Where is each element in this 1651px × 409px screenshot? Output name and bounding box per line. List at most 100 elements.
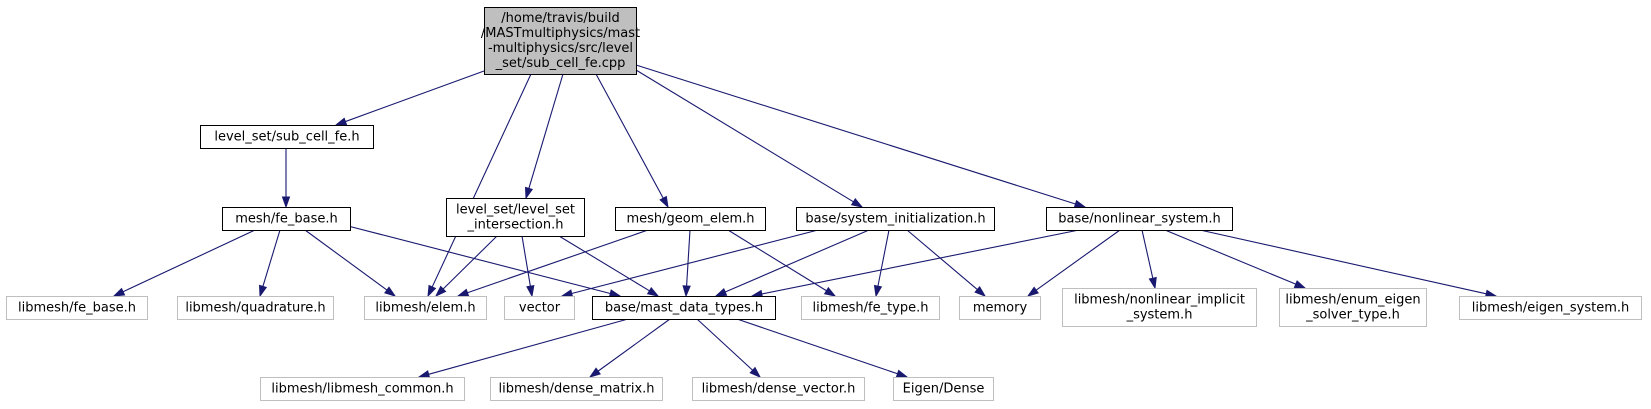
arrowhead-icon [427, 284, 437, 298]
node-box [1279, 288, 1427, 327]
node-box [615, 207, 766, 231]
node-label: base/mast_data_types.h [605, 301, 763, 316]
node-label: libmesh/nonlinear_implicit [1074, 293, 1245, 308]
edge-line [431, 73, 532, 288]
edge-root-to-libmesh_elem_h [427, 73, 532, 298]
node-label: vector [519, 301, 561, 316]
edge-line [1035, 229, 1121, 291]
arrowhead-icon [646, 286, 660, 297]
arrowhead-icon [560, 289, 574, 298]
edge-mast_data_types_h-to-libmesh_dense_matrix_h [588, 318, 671, 378]
node-box [592, 296, 776, 320]
edge-line [686, 229, 691, 287]
edge-system_initialization_h-to-vector [560, 229, 819, 298]
node-label: _system.h [1126, 308, 1193, 323]
arrowhead-icon [112, 287, 126, 297]
edge-line [761, 229, 1080, 295]
node-label: libmesh/libmesh_common.h [271, 382, 453, 397]
arrowhead-icon [873, 284, 883, 298]
edge-line [724, 229, 870, 293]
arrowhead-icon [850, 197, 864, 208]
edge-line [597, 318, 671, 372]
node-label: libmesh/elem.h [375, 301, 475, 316]
edge-line [906, 229, 978, 290]
edge-geom_elem_h-to-libmesh_fe_type_h [727, 229, 837, 297]
node-box [177, 296, 334, 320]
edge-level_set_intersection_h-to-libmesh_elem_h [434, 235, 498, 298]
node-label: base/nonlinear_system.h [1058, 212, 1220, 227]
node-label: level_set/level_set [456, 203, 575, 218]
edge-mast_data_types_h-to-eigen_dense [736, 318, 909, 378]
node-box [893, 377, 994, 401]
edge-geom_elem_h-to-mast_data_types_h [682, 229, 691, 298]
arrowhead-icon [895, 369, 909, 378]
node-libmesh-fe-base-h: libmesh/fe_base.h [6, 296, 148, 320]
edge-fe_base_h-to-libmesh_elem_h [304, 229, 397, 297]
node-box [504, 296, 575, 320]
node-box [222, 207, 351, 231]
arrowhead-icon [434, 285, 447, 298]
node-box [6, 296, 148, 320]
node-label: _set/sub_cell_fe.cpp [495, 56, 626, 71]
node-root[interactable]: /home/travis/build/MASTmultiphysics/mast… [481, 7, 640, 75]
edge-nonlinear_system_h-to-mast_data_types_h [750, 229, 1080, 299]
node-label: libmesh/dense_vector.h [702, 382, 856, 397]
node-label: -multiphysics/src/level [488, 41, 633, 56]
node-mast-data-types-h[interactable]: base/mast_data_types.h [592, 296, 776, 320]
node-label: libmesh/dense_matrix.h [498, 382, 654, 397]
node-nonlinear-system-h[interactable]: base/nonlinear_system.h [1046, 207, 1233, 231]
node-layer: /home/travis/build/MASTmultiphysics/mast… [6, 7, 1642, 401]
node-libmesh-quadrature-h: libmesh/quadrature.h [177, 296, 334, 320]
edge-nonlinear_system_h-to-memory [1026, 229, 1121, 297]
edge-line [1164, 229, 1296, 285]
arrowhead-icon [714, 287, 728, 297]
node-box [200, 125, 374, 149]
edge-line [736, 318, 898, 375]
node-geom-elem-h[interactable]: mesh/geom_elem.h [615, 207, 766, 231]
node-box [1062, 288, 1257, 327]
edge-level_set_intersection_h-to-mast_data_types_h [558, 235, 660, 297]
node-box [484, 7, 637, 75]
arrowhead-icon [384, 286, 397, 297]
edge-line [442, 235, 498, 290]
node-box [959, 296, 1041, 320]
edge-fe_base_h-to-libmesh_fe_base_h [112, 229, 256, 297]
node-libmesh-enum-eigen-solver-type-h: libmesh/enum_eigen_solver_type.h [1279, 288, 1427, 327]
arrowhead-icon [749, 366, 762, 379]
node-fe-base-h[interactable]: mesh/fe_base.h [222, 207, 351, 231]
edge-root-to-sub_cell_fe_h [334, 70, 485, 126]
edge-root-to-nonlinear_system_h [635, 64, 1087, 208]
edge-line [558, 235, 650, 292]
edge-line [727, 229, 827, 292]
node-box [692, 377, 865, 401]
node-sub-cell-fe-h[interactable]: level_set/sub_cell_fe.h [200, 125, 374, 149]
edge-nonlinear_system_h-to-libmesh_nonlinear_implicit_system_h [1141, 229, 1157, 290]
edge-nonlinear_system_h-to-libmesh_enum_eigen_solver_type_h [1164, 229, 1307, 289]
node-memory: memory [959, 296, 1041, 320]
edge-line [528, 73, 564, 189]
node-label: _solver_type.h [1305, 308, 1400, 323]
node-box [796, 207, 995, 231]
node-libmesh-dense-vector-h: libmesh/dense_vector.h [692, 377, 865, 401]
arrowhead-icon [1293, 280, 1307, 289]
node-level-set-intersection-h[interactable]: level_set/level_set_intersection.h [446, 198, 585, 237]
arrowhead-icon [526, 284, 535, 298]
node-label: mesh/geom_elem.h [626, 212, 754, 227]
node-libmesh-dense-matrix-h: libmesh/dense_matrix.h [490, 377, 663, 401]
node-vector: vector [504, 296, 575, 320]
node-libmesh-eigen-system-h: libmesh/eigen_system.h [1459, 296, 1642, 320]
arrowhead-icon [281, 196, 291, 209]
node-box [1459, 296, 1642, 320]
arrowhead-icon [1026, 286, 1039, 297]
edge-line [571, 229, 819, 295]
node-box [490, 377, 663, 401]
node-system-initialization-h[interactable]: base/system_initialization.h [796, 207, 995, 231]
edge-layer [112, 64, 1498, 379]
arrowhead-icon [588, 367, 601, 378]
arrowhead-icon [524, 186, 534, 200]
edge-line [1199, 229, 1487, 295]
arrowhead-icon [1148, 276, 1157, 290]
node-libmesh-libmesh-common-h: libmesh/libmesh_common.h [260, 377, 465, 401]
edge-system_initialization_h-to-libmesh_fe_type_h [873, 229, 890, 298]
